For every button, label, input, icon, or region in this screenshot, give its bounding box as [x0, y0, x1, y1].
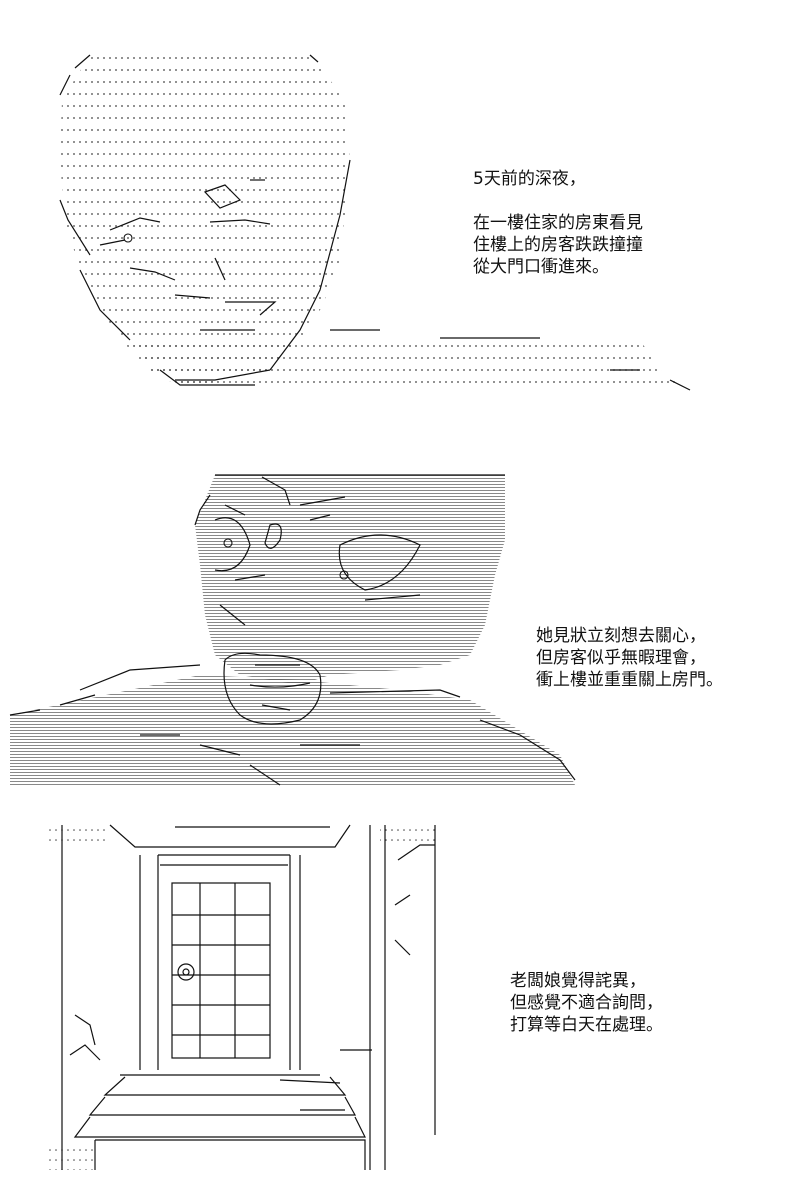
panel-closed-door: 老闆娘覺得詫異， 但感覺不適合詢問， 打算等白天在處理。	[0, 815, 800, 1180]
caption-line: 在一樓住家的房東看見	[473, 213, 643, 233]
caption-line: 但感覺不適合詢問，	[510, 993, 663, 1013]
caption-night-arrival: 5天前的深夜， 在一樓住家的房東看見 住樓上的房客跌跌撞撞 從大門口衝進來。	[473, 168, 643, 278]
panel-tenant-rushing: 她見狀立刻想去關心， 但房客似乎無暇理會， 衝上樓並重重關上房門。	[0, 465, 800, 795]
caption-line: 5天前的深夜，	[473, 169, 586, 189]
caption-line: 她見狀立刻想去關心，	[536, 626, 706, 646]
caption-line: 老闆娘覺得詫異，	[510, 971, 646, 991]
ascii-art-door-stairs	[0, 815, 460, 1180]
panel-landlady-face: 5天前的深夜， 在一樓住家的房東看見 住樓上的房客跌跌撞撞 從大門口衝進來。	[0, 40, 800, 400]
caption-landlady-thoughts: 老闆娘覺得詫異， 但感覺不適合詢問， 打算等白天在處理。	[510, 970, 663, 1036]
caption-line: 住樓上的房客跌跌撞撞	[473, 235, 643, 255]
caption-line: 打算等白天在處理。	[510, 1015, 663, 1035]
caption-line: 衝上樓並重重關上房門。	[536, 670, 723, 690]
caption-line: 但房客似乎無暇理會，	[536, 648, 706, 668]
caption-line: 從大門口衝進來。	[473, 257, 609, 277]
ascii-art-landlady-face	[0, 40, 700, 400]
ascii-art-tenant-figure	[0, 465, 580, 795]
caption-slam-door: 她見狀立刻想去關心， 但房客似乎無暇理會， 衝上樓並重重關上房門。	[536, 625, 723, 691]
